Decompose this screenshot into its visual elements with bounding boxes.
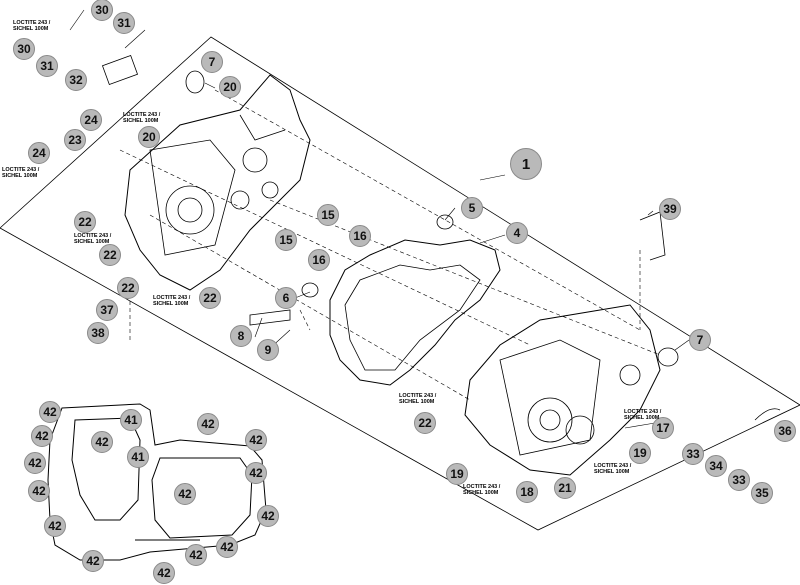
loctite-note: LOCTITE 243 / SICHEL 100M xyxy=(74,233,112,245)
loctite-note: LOCTITE 243 / SICHEL 100M xyxy=(2,167,40,179)
callout-42[interactable]: 42 xyxy=(82,550,104,572)
callout-34[interactable]: 34 xyxy=(705,455,727,477)
callout-30[interactable]: 30 xyxy=(91,0,113,21)
callout-36[interactable]: 36 xyxy=(774,420,796,442)
gasket-detail xyxy=(47,403,267,561)
callout-4[interactable]: 4 xyxy=(506,222,528,244)
loctite-note: LOCTITE 243 / SICHEL 100M xyxy=(13,20,51,32)
callout-22[interactable]: 22 xyxy=(117,277,139,299)
loctite-note: LOCTITE 243 / SICHEL 100M xyxy=(399,393,437,405)
callout-7[interactable]: 7 xyxy=(201,51,223,73)
left-crankcase-half xyxy=(124,74,311,291)
crankcase-gasket xyxy=(329,239,501,386)
callout-22[interactable]: 22 xyxy=(414,412,436,434)
callout-39[interactable]: 39 xyxy=(659,198,681,220)
loctite-note: LOCTITE 243 / SICHEL 100M xyxy=(594,463,632,475)
callout-22[interactable]: 22 xyxy=(74,211,96,233)
loctite-note: LOCTITE 243 / SICHEL 100M xyxy=(123,112,161,124)
callout-16[interactable]: 16 xyxy=(308,249,330,271)
callout-17[interactable]: 17 xyxy=(652,417,674,439)
callout-22[interactable]: 22 xyxy=(99,244,121,266)
callout-15[interactable]: 15 xyxy=(317,204,339,226)
callout-9[interactable]: 9 xyxy=(257,339,279,361)
callout-42[interactable]: 42 xyxy=(185,544,207,566)
loctite-note: LOCTITE 243 / SICHEL 100M xyxy=(153,295,191,307)
callout-42[interactable]: 42 xyxy=(245,429,267,451)
loctite-note: LOCTITE 243 / SICHEL 100M xyxy=(463,484,501,496)
right-crankcase-half xyxy=(464,304,661,476)
callout-32[interactable]: 32 xyxy=(65,69,87,91)
callout-20[interactable]: 20 xyxy=(219,76,241,98)
callout-24[interactable]: 24 xyxy=(80,109,102,131)
callout-33[interactable]: 33 xyxy=(682,443,704,465)
callout-30[interactable]: 30 xyxy=(13,38,35,60)
loctite-note: LOCTITE 243 / SICHEL 100M xyxy=(624,409,662,421)
callout-42[interactable]: 42 xyxy=(216,536,238,558)
callout-42[interactable]: 42 xyxy=(91,431,113,453)
callout-41[interactable]: 41 xyxy=(120,409,142,431)
callout-22[interactable]: 22 xyxy=(199,287,221,309)
callout-23[interactable]: 23 xyxy=(64,129,86,151)
assembly-frame xyxy=(0,36,800,531)
callout-33[interactable]: 33 xyxy=(728,469,750,491)
callout-42[interactable]: 42 xyxy=(245,462,267,484)
callout-19[interactable]: 19 xyxy=(446,463,468,485)
callout-42[interactable]: 42 xyxy=(197,413,219,435)
callout-42[interactable]: 42 xyxy=(28,480,50,502)
callout-8[interactable]: 8 xyxy=(230,325,252,347)
callout-42[interactable]: 42 xyxy=(174,483,196,505)
callout-42[interactable]: 42 xyxy=(24,452,46,474)
callout-6[interactable]: 6 xyxy=(275,287,297,309)
callout-7[interactable]: 7 xyxy=(689,329,711,351)
callout-41[interactable]: 41 xyxy=(127,446,149,468)
callout-31[interactable]: 31 xyxy=(113,12,135,34)
callout-42[interactable]: 42 xyxy=(31,425,53,447)
callout-24[interactable]: 24 xyxy=(28,142,50,164)
callout-42[interactable]: 42 xyxy=(153,562,175,584)
callout-1[interactable]: 1 xyxy=(510,148,542,180)
callout-16[interactable]: 16 xyxy=(349,225,371,247)
callout-42[interactable]: 42 xyxy=(257,505,279,527)
callout-21[interactable]: 21 xyxy=(554,477,576,499)
callout-37[interactable]: 37 xyxy=(96,299,118,321)
callout-31[interactable]: 31 xyxy=(36,55,58,77)
callout-15[interactable]: 15 xyxy=(275,229,297,251)
callout-42[interactable]: 42 xyxy=(39,401,61,423)
callout-42[interactable]: 42 xyxy=(44,515,66,537)
callout-20[interactable]: 20 xyxy=(138,126,160,148)
callout-35[interactable]: 35 xyxy=(751,482,773,504)
callout-18[interactable]: 18 xyxy=(516,481,538,503)
callout-19[interactable]: 19 xyxy=(629,442,651,464)
callout-38[interactable]: 38 xyxy=(87,322,109,344)
callout-5[interactable]: 5 xyxy=(461,197,483,219)
